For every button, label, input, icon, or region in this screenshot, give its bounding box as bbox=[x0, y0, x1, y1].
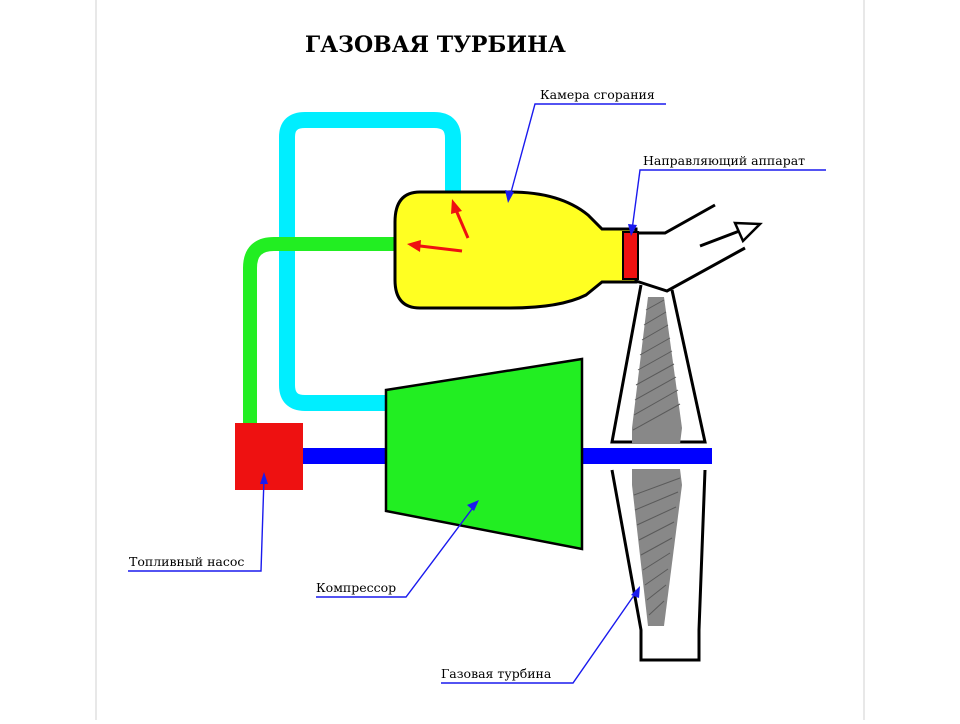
label-combustion-chamber: Камера сгорания bbox=[540, 87, 655, 102]
arrowhead-gas-turbine bbox=[631, 586, 640, 598]
label-gas-turbine: Газовая турбина bbox=[441, 666, 552, 681]
guide-vane bbox=[622, 231, 639, 280]
callouts: Камера сгорания Направляющий аппарат Топ… bbox=[128, 87, 826, 684]
turbine-blade-hatching-upper bbox=[632, 299, 681, 431]
exhaust-duct-upper bbox=[636, 203, 716, 235]
fuel-pump bbox=[235, 423, 303, 490]
arrowhead-fuel-pump bbox=[260, 472, 268, 484]
turbine-blades-upper bbox=[632, 297, 682, 444]
callout-line-gas-turbine bbox=[441, 590, 638, 684]
flame-arrow-up bbox=[454, 209, 470, 239]
flame-arrows bbox=[407, 199, 470, 253]
combustion-chamber bbox=[393, 190, 638, 310]
exhaust-arrow-shaft bbox=[699, 228, 743, 248]
turbine-blade-hatching-lower bbox=[633, 477, 681, 616]
fuel-supply-pipe bbox=[243, 237, 398, 425]
arrowhead-combustion-chamber bbox=[505, 190, 514, 203]
turbine-blades-lower bbox=[632, 469, 682, 626]
compressor bbox=[384, 357, 584, 551]
diagram-title: ГАЗОВАЯ ТУРБИНА bbox=[305, 32, 566, 58]
arrowhead-compressor bbox=[467, 500, 479, 511]
callout-line-combustion-chamber bbox=[509, 103, 666, 197]
arrowhead-guide-vane bbox=[628, 224, 637, 236]
label-fuel-pump: Топливный насос bbox=[129, 554, 244, 569]
turbine-housing-lower bbox=[610, 469, 707, 662]
label-compressor: Компрессор bbox=[316, 580, 396, 595]
flame-arrow-left-head bbox=[407, 240, 421, 252]
callout-line-compressor bbox=[316, 504, 476, 598]
flame-arrow-left bbox=[419, 244, 463, 253]
flame-arrow-up-head bbox=[451, 199, 462, 214]
callout-line-fuel-pump bbox=[128, 477, 265, 572]
exhaust-arrow-icon bbox=[733, 221, 763, 244]
exhaust-duct-lower bbox=[635, 246, 746, 293]
label-guide-vane: Направляющий аппарат bbox=[643, 153, 805, 168]
air-supply-pipe bbox=[279, 112, 461, 411]
callout-arrowheads bbox=[260, 190, 640, 598]
callout-line-guide-vane bbox=[631, 169, 826, 231]
